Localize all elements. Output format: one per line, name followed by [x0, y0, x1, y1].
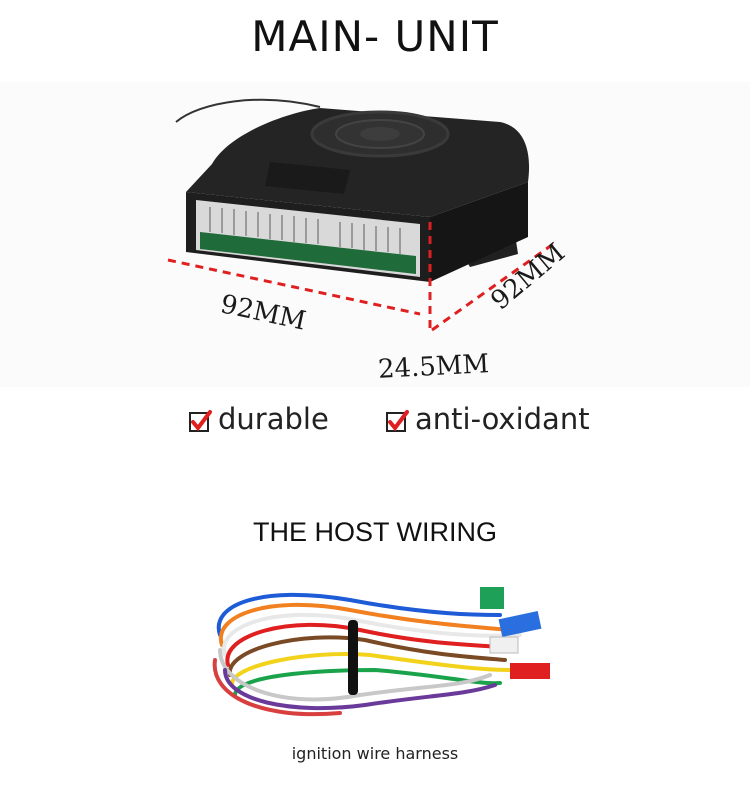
wiring-caption: ignition wire harness [291, 744, 459, 763]
white-connector [489, 636, 519, 654]
checkbox-checked-icon [189, 410, 212, 432]
blue-connector [498, 611, 542, 637]
cable-tie [348, 620, 358, 695]
unit-side-face [430, 182, 528, 282]
red-connector [510, 663, 550, 679]
main-unit-title: MAIN- UNIT [251, 12, 499, 61]
green-connector [480, 587, 504, 609]
wiring-title: THE HOST WIRING [252, 517, 497, 547]
main-unit-photo-area [0, 82, 750, 387]
main-unit-illustration [167, 98, 557, 332]
wire-harness-illustration [212, 587, 550, 717]
feature-item: anti-oxidant [385, 402, 590, 436]
antenna-wire [175, 98, 321, 123]
feature-list: durable anti-oxidant [0, 402, 750, 442]
feature-label: anti-oxidant [415, 402, 590, 436]
feature-item: durable [188, 402, 329, 436]
feature-label: durable [218, 402, 329, 436]
dimension-lines [167, 222, 557, 332]
checkbox-checked-icon [386, 410, 409, 432]
height-dimension-label: 24.5MM [377, 349, 490, 385]
